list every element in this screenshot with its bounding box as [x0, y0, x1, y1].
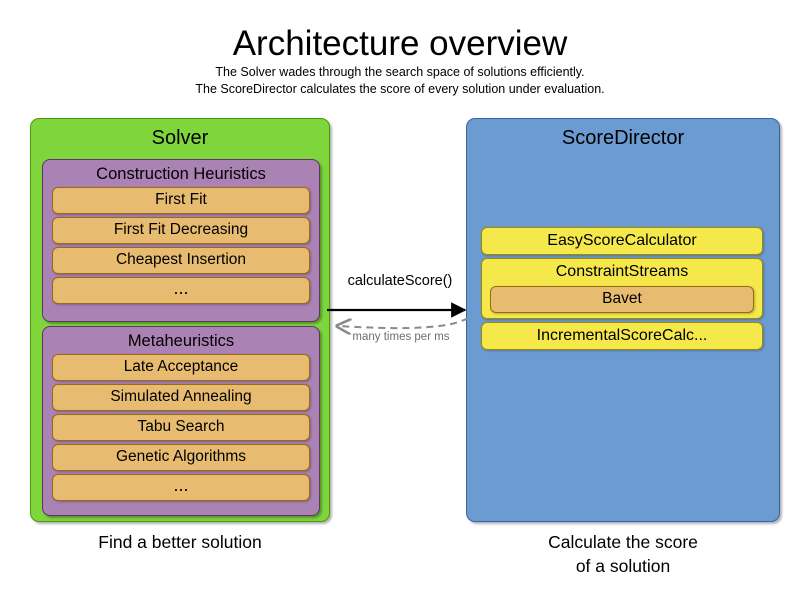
list-item[interactable]: Tabu Search — [52, 414, 310, 441]
solver-panel-title: Solver — [151, 127, 209, 149]
list-item[interactable]: First Fit Decreasing — [52, 217, 310, 244]
group-metaheuristics[interactable]: Metaheuristics Late Acceptance Simulated… — [42, 326, 320, 516]
list-item-constraint-streams-label: ConstraintStreams — [555, 263, 689, 280]
group-construction-heuristics-title: Construction Heuristics — [96, 165, 266, 183]
list-item-more[interactable]: ... — [52, 474, 310, 501]
list-item[interactable]: First Fit — [52, 187, 310, 214]
list-item-incremental-score-calculator[interactable]: IncrementalScoreCalc... — [481, 322, 763, 350]
solver-panel[interactable]: Solver Construction Heuristics First Fit… — [30, 118, 330, 522]
list-item-bavet[interactable]: Bavet — [490, 286, 754, 313]
list-item-more[interactable]: ... — [52, 277, 310, 304]
backward-arrow-line — [337, 317, 469, 328]
list-item[interactable]: Genetic Algorithms — [52, 444, 310, 471]
caption-scoredirector: Calculate the score of a solution — [466, 530, 780, 578]
group-construction-heuristics[interactable]: Construction Heuristics First Fit First … — [42, 159, 320, 322]
group-metaheuristics-title: Metaheuristics — [127, 332, 235, 350]
list-item[interactable]: Simulated Annealing — [52, 384, 310, 411]
scoredirector-panel[interactable]: ScoreDirector EasyScoreCalculator Constr… — [466, 118, 780, 522]
page-title: Architecture overview — [232, 24, 568, 63]
connector-backward-label: many times per ms — [352, 331, 450, 343]
caption-solver: Find a better solution — [98, 532, 262, 552]
caption-scoredirector-line-1: Calculate the score — [548, 532, 698, 552]
list-item[interactable]: Cheapest Insertion — [52, 247, 310, 274]
connector-forward-label: calculateScore() — [347, 273, 453, 289]
list-item-constraint-streams[interactable]: ConstraintStreams Bavet — [481, 258, 763, 319]
list-item-easy-score-calculator[interactable]: EasyScoreCalculator — [481, 227, 763, 255]
subtitle-line-1: The Solver wades through the search spac… — [215, 65, 585, 79]
subtitle-line-2: The ScoreDirector calculates the score o… — [195, 82, 605, 96]
connector-arrows — [327, 302, 469, 357]
score-calculator-list: EasyScoreCalculator ConstraintStreams Ba… — [481, 227, 763, 353]
scoredirector-panel-title: ScoreDirector — [561, 127, 685, 149]
header: Architecture overview The Solver wades t… — [0, 24, 800, 98]
caption-scoredirector-line-2: of a solution — [575, 556, 671, 576]
list-item[interactable]: Late Acceptance — [52, 354, 310, 381]
